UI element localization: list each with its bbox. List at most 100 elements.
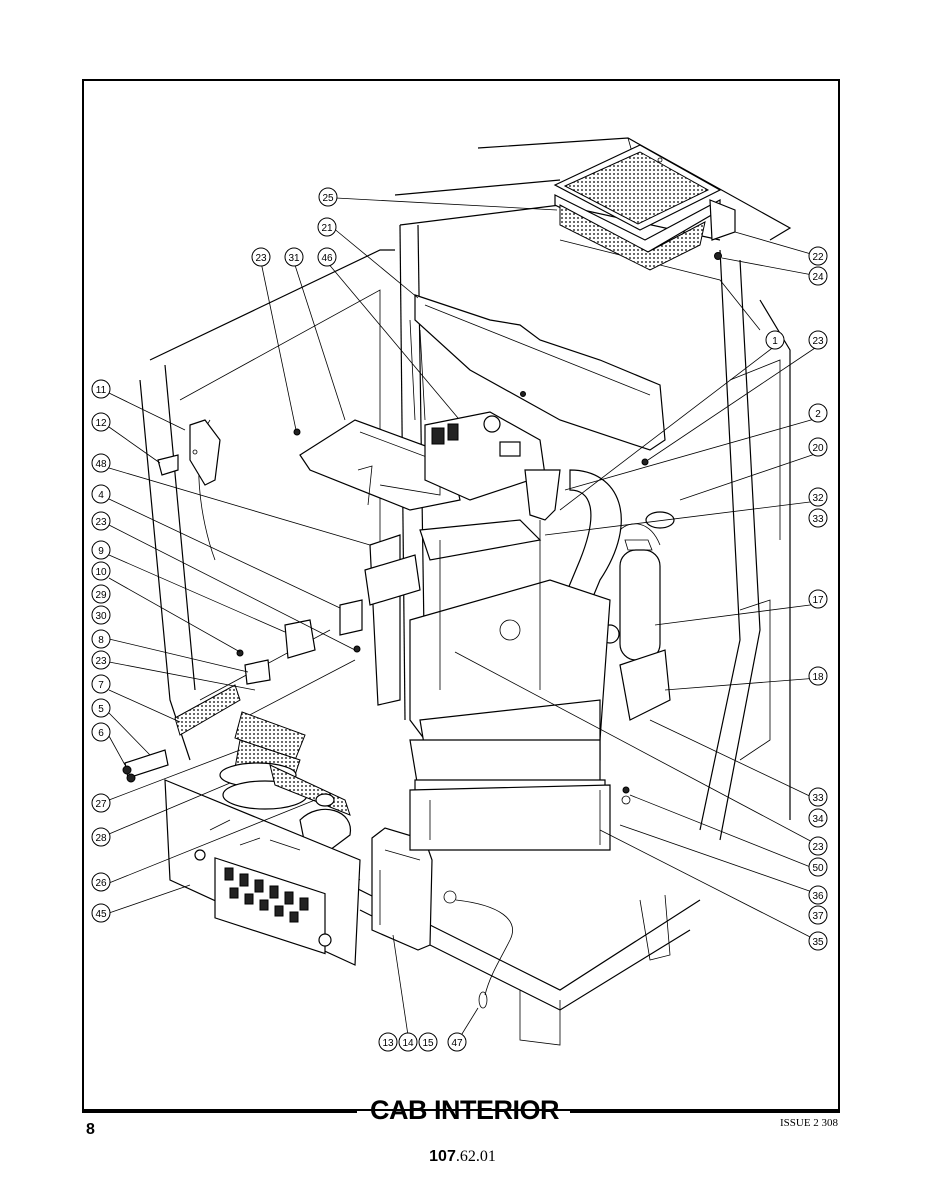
fire-extinguisher	[600, 523, 671, 721]
left-brackets	[236, 534, 421, 706]
svg-text:20: 20	[812, 443, 824, 454]
svg-text:36: 36	[812, 891, 824, 902]
svg-text:50: 50	[812, 863, 824, 874]
callout: 4	[91, 484, 111, 504]
callout: 35	[808, 931, 828, 951]
svg-text:32: 32	[812, 493, 824, 504]
svg-text:14: 14	[402, 1038, 414, 1049]
page-title: CAB INTERIOR	[370, 1095, 560, 1125]
document-number-rest: .62.01	[455, 1148, 496, 1165]
svg-text:29: 29	[95, 590, 107, 601]
svg-text:46: 46	[321, 253, 333, 264]
callout: 6	[91, 722, 111, 742]
svg-text:33: 33	[812, 514, 824, 525]
svg-text:15: 15	[422, 1038, 434, 1049]
callout: 8	[91, 629, 111, 649]
callout: 28	[91, 827, 111, 847]
svg-text:18: 18	[812, 672, 824, 683]
svg-text:11: 11	[96, 385, 107, 396]
issue-label: ISSUE 2 308	[780, 1117, 839, 1129]
floor-bracket	[409, 784, 631, 851]
svg-text:1: 1	[772, 336, 778, 347]
svg-text:12: 12	[95, 418, 107, 429]
callout: 47	[447, 1032, 467, 1052]
callout-labels: 25 21 22 24 23 31 46 1 23 11 12 2 20 48 …	[91, 187, 828, 1052]
callout: 7	[91, 674, 111, 694]
headliner-panel	[414, 294, 666, 466]
callout: 36	[808, 885, 828, 905]
svg-text:27: 27	[95, 799, 107, 810]
callout: 17	[808, 589, 828, 609]
svg-text:48: 48	[95, 459, 107, 470]
svg-text:26: 26	[95, 878, 107, 889]
callout: 26	[91, 872, 111, 892]
svg-text:9: 9	[98, 546, 104, 557]
svg-text:45: 45	[95, 909, 107, 920]
leader-lines	[108, 197, 819, 1043]
callout: 31	[284, 247, 304, 267]
callout: 2	[808, 403, 828, 423]
callout: 29	[91, 584, 111, 604]
callout: 23	[808, 330, 828, 350]
upper-left-brackets	[157, 419, 221, 486]
svg-text:33: 33	[812, 793, 824, 804]
svg-text:7: 7	[98, 680, 104, 691]
svg-text:23: 23	[95, 517, 107, 528]
page-number: 8	[86, 1121, 95, 1138]
drawing-frame	[82, 79, 840, 1111]
title-rule-left	[82, 1111, 357, 1113]
callout: 45	[91, 903, 111, 923]
document-number: 107.62.01	[0, 1148, 925, 1166]
svg-text:47: 47	[451, 1038, 463, 1049]
document-number-bold: 107	[429, 1148, 456, 1165]
svg-text:24: 24	[812, 272, 824, 283]
callout: 23	[808, 836, 828, 856]
callout: 37	[808, 905, 828, 925]
callout: 20	[808, 437, 828, 457]
svg-text:37: 37	[812, 911, 824, 922]
callout: 14	[398, 1032, 418, 1052]
callout: 13	[378, 1032, 398, 1052]
callout: 33	[808, 508, 828, 528]
callout: 22	[808, 246, 828, 266]
callout: 18	[808, 666, 828, 686]
callout: 21	[317, 217, 337, 237]
callout: 46	[317, 247, 337, 267]
title-rule-right	[570, 1111, 840, 1113]
callout: 48	[91, 453, 111, 473]
svg-text:17: 17	[812, 595, 824, 606]
svg-text:22: 22	[812, 252, 824, 263]
switch-panel	[424, 391, 546, 501]
callout: 9	[91, 540, 111, 560]
svg-text:10: 10	[95, 567, 107, 578]
electrical-panel	[164, 779, 361, 966]
svg-text:34: 34	[812, 814, 824, 825]
callout: 24	[808, 266, 828, 286]
callout: 23	[251, 247, 271, 267]
svg-text:31: 31	[288, 253, 300, 264]
svg-text:30: 30	[95, 611, 107, 622]
svg-text:4: 4	[98, 490, 104, 501]
manual-holder	[371, 827, 513, 1009]
callout: 30	[91, 605, 111, 625]
svg-text:23: 23	[812, 336, 824, 347]
svg-text:21: 21	[321, 223, 333, 234]
callout: 12	[91, 412, 111, 432]
svg-text:2: 2	[815, 409, 821, 420]
svg-text:25: 25	[322, 193, 334, 204]
svg-text:13: 13	[382, 1038, 394, 1049]
blower-assembly	[219, 762, 351, 851]
callout: 33	[808, 787, 828, 807]
svg-text:6: 6	[98, 728, 104, 739]
svg-text:28: 28	[95, 833, 107, 844]
callout: 27	[91, 793, 111, 813]
callout: 32	[808, 487, 828, 507]
callout: 1	[765, 330, 785, 350]
svg-text:5: 5	[98, 704, 104, 715]
svg-text:23: 23	[95, 656, 107, 667]
svg-text:23: 23	[255, 253, 267, 264]
roof-filter-assembly	[553, 144, 736, 271]
svg-text:35: 35	[812, 937, 824, 948]
callout: 10	[91, 561, 111, 581]
